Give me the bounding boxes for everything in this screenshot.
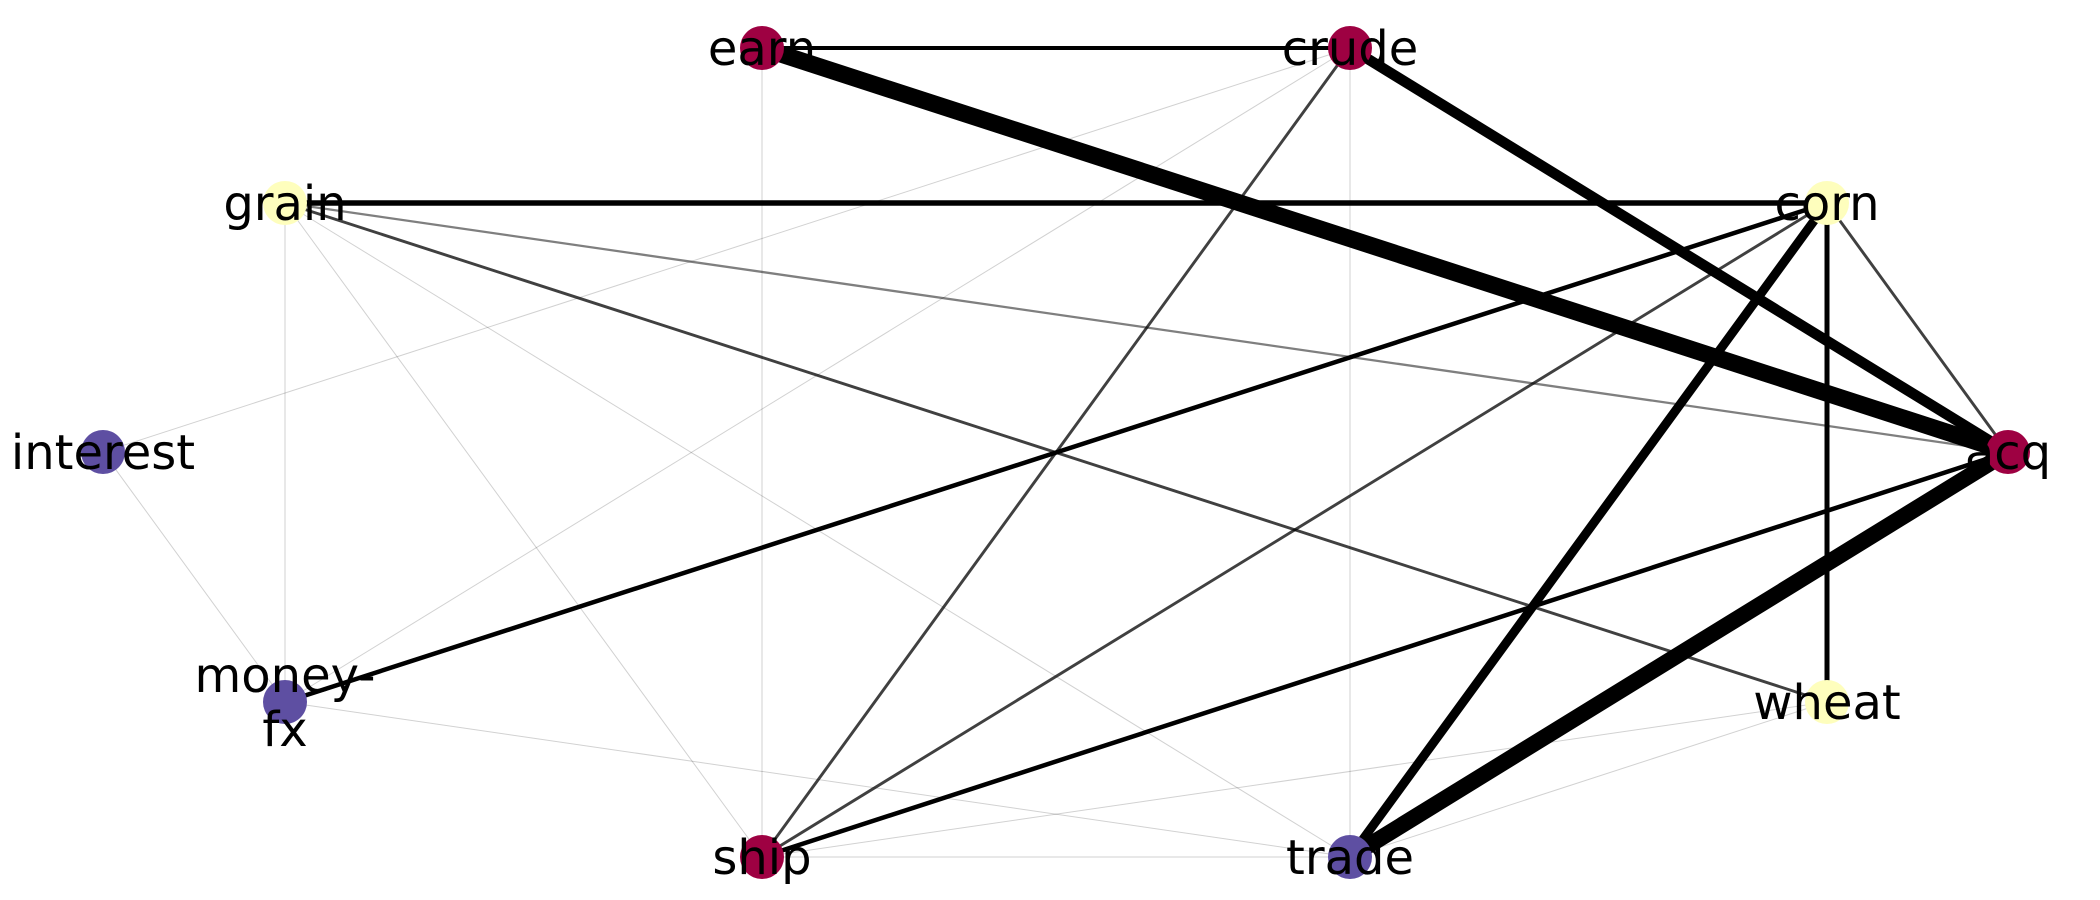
edge-crude-acq (1347, 43, 2011, 457)
node-label-trade: trade (1286, 830, 1414, 886)
node-trade (1328, 835, 1372, 879)
node-corn (1805, 181, 1849, 225)
node-ship (740, 835, 784, 879)
edge-ship-wheat (761, 701, 1828, 858)
edge-interest-money-fx (102, 451, 286, 703)
node-crude (1328, 26, 1372, 70)
edge-money-fx-corn (284, 200, 1828, 705)
edge-trade-acq (1345, 445, 2013, 864)
node-money-fx (263, 680, 307, 724)
node-label-ship: ship (712, 830, 811, 886)
node-acq (1986, 430, 2030, 474)
edge-grain-ship (284, 202, 763, 858)
node-label-wheat: wheat (1753, 675, 1900, 731)
node-label-money-fx: money-fx (195, 648, 376, 758)
edge-ship-acq (761, 449, 2009, 860)
node-label-grain: grain (223, 176, 346, 232)
node-earn (740, 26, 784, 70)
edge-trade-wheat (1349, 701, 1828, 858)
edge-corn-acq (1825, 202, 2010, 453)
labels-layer: earn crude grain corn interest acq money-fx whe… (11, 21, 2051, 886)
edge-earn-acq (759, 39, 2011, 461)
edge-crude-interest (102, 47, 1351, 453)
node-label-earn: earn (708, 21, 816, 77)
nodes-layer (81, 26, 2030, 879)
node-label-crude: crude (1282, 21, 1419, 77)
node-label-corn: corn (1774, 176, 1879, 232)
edges-layer (102, 39, 2013, 864)
node-interest (81, 430, 125, 474)
edge-corn-trade (1346, 200, 1831, 860)
node-label-acq: acq (1965, 425, 2051, 481)
node-label-interest: interest (11, 425, 195, 481)
node-wheat (1805, 680, 1849, 724)
node-grain (263, 181, 307, 225)
